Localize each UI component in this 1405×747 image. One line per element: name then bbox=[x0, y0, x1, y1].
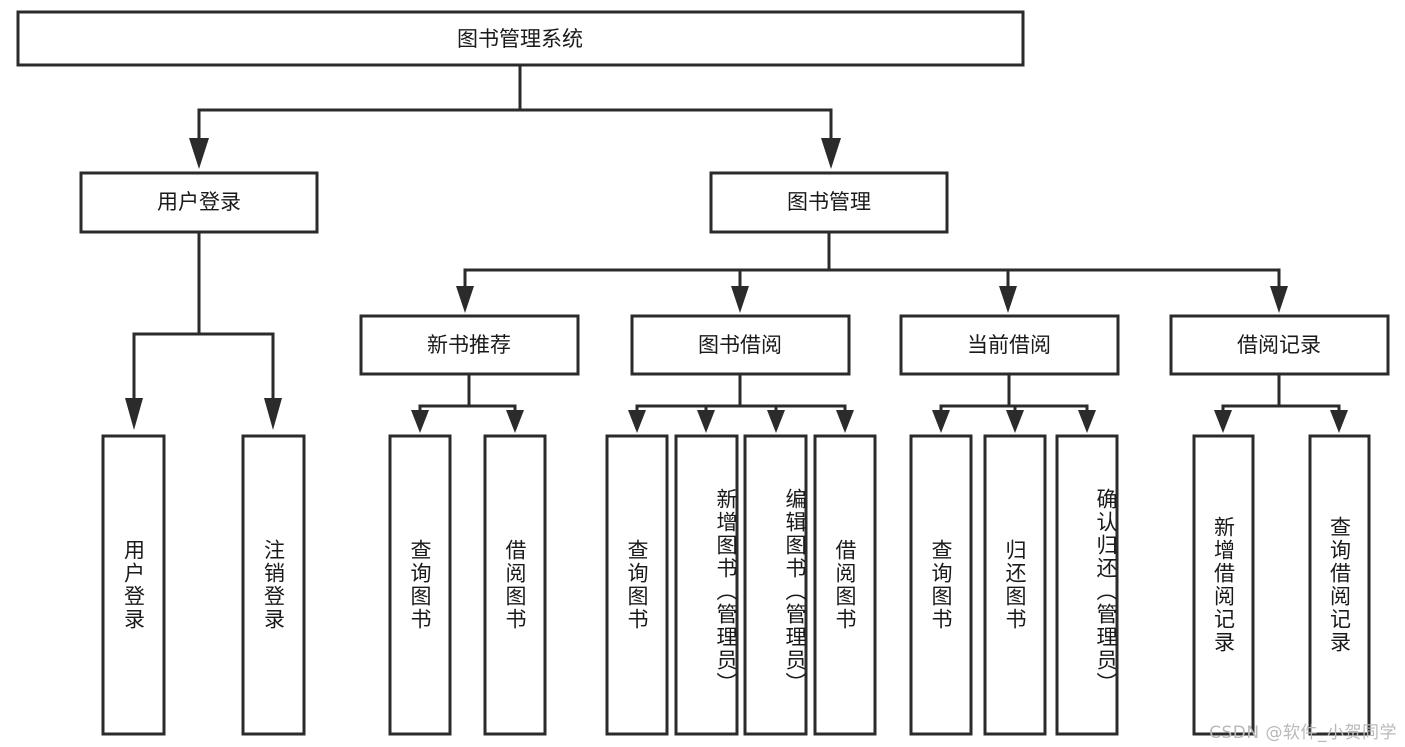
connector-group-root bbox=[189, 63, 841, 169]
leaf-box-borrow-book-newbook[interactable] bbox=[483, 434, 547, 736]
node-root-label: 图书管理系统 bbox=[457, 27, 583, 51]
node-current-borrow-box[interactable] bbox=[899, 314, 1120, 376]
leaf-box-confirm-return-admin[interactable] bbox=[1055, 434, 1119, 736]
node-book-manage-label: 图书管理 bbox=[787, 190, 871, 214]
connector-group-borrow bbox=[628, 372, 854, 433]
arrow-current-confirm bbox=[1078, 410, 1096, 433]
node-new-book-recommend[interactable]: 新书推荐 bbox=[359, 314, 580, 376]
leaf-box-return-book[interactable] bbox=[983, 434, 1047, 736]
arrow-newbook-query bbox=[411, 410, 429, 433]
leaf-box-borrow-book[interactable] bbox=[813, 434, 877, 736]
node-borrow-record-box[interactable] bbox=[1169, 314, 1390, 376]
connector-group-new-book bbox=[411, 372, 524, 433]
node-user-login[interactable]: 用户登录 bbox=[79, 171, 319, 234]
arrow-record-query bbox=[1330, 410, 1348, 433]
node-borrow-record-label: 借阅记录 bbox=[1237, 333, 1321, 357]
node-current-borrow-label: 当前借阅 bbox=[967, 333, 1051, 357]
node-current-borrow[interactable]: 当前借阅 bbox=[899, 314, 1120, 376]
arrow-userlogin-leaf2 bbox=[264, 398, 282, 430]
leaf-box-logout[interactable] bbox=[241, 434, 306, 736]
connector-group-record bbox=[1214, 372, 1348, 433]
node-borrow-record[interactable]: 借阅记录 bbox=[1169, 314, 1390, 376]
node-user-login-box[interactable] bbox=[79, 171, 319, 234]
arrow-borrow-borrow bbox=[836, 410, 854, 433]
node-root[interactable]: 图书管理系统 bbox=[16, 10, 1025, 67]
arrow-borrow-query bbox=[628, 410, 646, 433]
leaf-box-query-book-current[interactable] bbox=[909, 434, 973, 736]
arrow-current-query bbox=[932, 410, 950, 433]
leaf-box-edit-book-admin[interactable] bbox=[743, 434, 808, 736]
connector-group-user-login bbox=[125, 230, 282, 430]
csdn-watermark: CSDN @软件_小贺同学 bbox=[1209, 723, 1397, 743]
arrow-bookmanage-borrow bbox=[731, 286, 749, 313]
leaf-boxes bbox=[101, 434, 1371, 736]
node-root-box[interactable] bbox=[16, 10, 1025, 67]
node-new-book-recommend-box[interactable] bbox=[359, 314, 580, 376]
node-book-borrow-box[interactable] bbox=[630, 314, 851, 376]
arrow-root-to-user-login bbox=[189, 138, 209, 169]
node-book-manage[interactable]: 图书管理 bbox=[709, 171, 949, 234]
node-user-login-label: 用户登录 bbox=[157, 190, 241, 214]
leaf-box-query-book-newbook[interactable] bbox=[388, 434, 452, 736]
arrow-borrow-add bbox=[697, 410, 715, 433]
leaf-box-add-book-admin[interactable] bbox=[674, 434, 739, 736]
arrow-current-return bbox=[1006, 410, 1024, 433]
node-book-borrow-label: 图书借阅 bbox=[698, 333, 782, 357]
connector-group-book-manage bbox=[456, 230, 1288, 313]
arrow-newbook-borrow bbox=[506, 410, 524, 433]
node-book-borrow[interactable]: 图书借阅 bbox=[630, 314, 851, 376]
arrow-record-add bbox=[1214, 410, 1232, 433]
arrow-root-to-book-manage bbox=[821, 138, 841, 169]
leaf-box-user-login[interactable] bbox=[101, 434, 166, 736]
node-new-book-recommend-label: 新书推荐 bbox=[427, 333, 511, 357]
arrow-userlogin-leaf1 bbox=[125, 398, 143, 430]
leaf-box-query-borrow-record[interactable] bbox=[1308, 434, 1371, 736]
arrow-bookmanage-record bbox=[1270, 286, 1288, 313]
connector-group-current bbox=[932, 372, 1096, 433]
node-book-manage-box[interactable] bbox=[709, 171, 949, 234]
arrow-bookmanage-current bbox=[999, 286, 1017, 313]
leaf-box-query-book-borrow[interactable] bbox=[605, 434, 669, 736]
arrow-borrow-edit bbox=[767, 410, 785, 433]
arrow-bookmanage-new-book bbox=[456, 286, 474, 313]
leaf-box-add-borrow-record[interactable] bbox=[1192, 434, 1255, 736]
